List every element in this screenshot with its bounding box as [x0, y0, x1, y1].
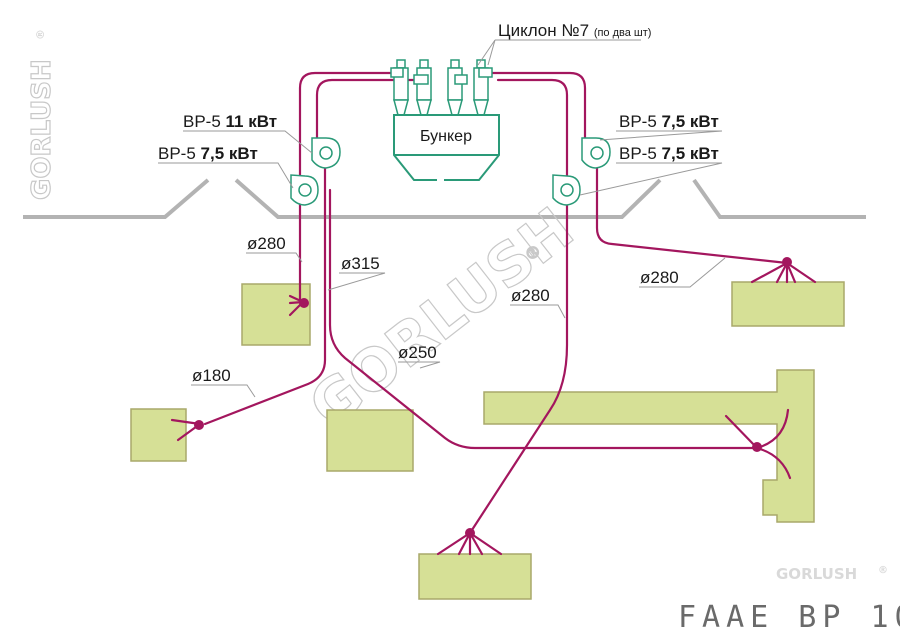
branch-4	[750, 261, 817, 284]
duct-junction-icon	[782, 257, 792, 267]
duct-label-280-left: ø280	[247, 234, 286, 253]
duct-top-left-inner	[315, 78, 419, 147]
bunker-label: Бункер	[420, 128, 472, 145]
duct-top-right-inner	[496, 78, 569, 182]
duct-label-280-center: ø280	[511, 286, 550, 305]
machine-6	[483, 369, 815, 523]
duct-junction-icon	[299, 298, 309, 308]
duct-280-right	[595, 158, 789, 265]
bunker: Бункер	[393, 114, 500, 183]
fan-label-4: BP-5 7,5 кВт	[619, 144, 719, 163]
ducts	[170, 71, 817, 556]
duct-top-left-outer	[298, 71, 397, 304]
svg-text:GORLUSH: GORLUSH	[776, 565, 857, 583]
svg-text:®: ®	[34, 29, 47, 40]
machine-1	[241, 283, 311, 346]
svg-text:Циклон №7 (по два шт): Циклон №7 (по два шт)	[498, 21, 651, 40]
cyclone-label: Циклон №7 (по два шт)	[498, 21, 651, 40]
fan-labels: BP-5 11 кВт BP-5 7,5 кВт BP-5 7,5 кВт BP…	[158, 112, 719, 163]
model-title: FAAE BP 100	[678, 600, 900, 635]
cyclone-4	[473, 59, 493, 116]
duct-labels: ø280 ø315 ø180 ø250 ø280 ø280	[192, 234, 679, 385]
svg-text:®: ®	[878, 565, 888, 576]
machine-5	[418, 553, 532, 600]
branch-6a	[724, 414, 759, 450]
duct-label-180: ø180	[192, 366, 231, 385]
fan-right-lower	[552, 174, 581, 206]
duct-junction-icon	[752, 442, 762, 452]
machine-3	[326, 409, 414, 472]
centrifugal-fan-icon	[290, 137, 611, 206]
branch-5	[436, 531, 503, 556]
duct-top-right-outer	[473, 71, 587, 152]
fan-label-3: BP-5 7,5 кВт	[619, 112, 719, 131]
building-outline	[23, 178, 866, 219]
machine-2	[130, 408, 187, 462]
fan-label-2: BP-5 7,5 кВт	[158, 144, 258, 163]
cyclone-1	[390, 59, 409, 116]
duct-junction-icon	[194, 420, 204, 430]
junctions	[194, 257, 792, 538]
cyclone-2	[413, 59, 432, 116]
machines	[130, 281, 845, 600]
fan-left-lower	[290, 174, 319, 206]
duct-label-250: ø250	[398, 343, 437, 362]
duct-250	[328, 188, 759, 450]
watermark-vertical: GORLUSH ®	[26, 29, 57, 201]
duct-label-280-right: ø280	[640, 268, 679, 287]
cyclone-3	[447, 59, 468, 116]
svg-text:GORLUSH: GORLUSH	[27, 59, 57, 200]
duct-315	[203, 158, 327, 426]
brand-small: GORLUSH ®	[776, 565, 888, 583]
machine-4	[731, 281, 845, 327]
duct-label-315: ø315	[341, 254, 380, 273]
fan-right-upper	[581, 137, 611, 169]
leader-lines	[158, 39, 726, 398]
fan-label-1: BP-5 11 кВт	[183, 112, 277, 131]
duct-280-center	[468, 188, 569, 535]
duct-junction-icon	[465, 528, 475, 538]
cyclone-separator-icon	[390, 59, 493, 116]
fan-left-upper	[311, 137, 341, 169]
